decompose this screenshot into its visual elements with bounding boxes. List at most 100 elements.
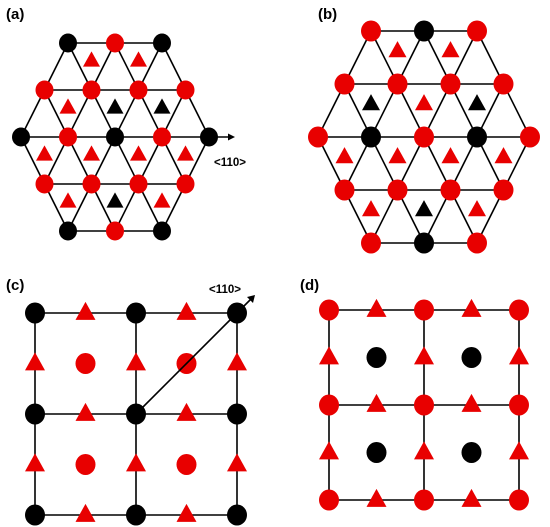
interstitial-site <box>415 94 433 111</box>
interstitial-site <box>441 41 460 58</box>
arrow-head <box>247 295 255 303</box>
interstitial-site <box>319 346 339 365</box>
atom-site <box>509 299 529 321</box>
interstitial-site <box>509 441 529 460</box>
atom-site <box>440 73 461 95</box>
atom-site <box>75 353 96 374</box>
arrow-head <box>228 133 235 141</box>
atom-site <box>75 454 96 475</box>
interstitial-site <box>59 192 77 208</box>
interstitial-site <box>176 301 197 320</box>
bond-line <box>135 298 252 415</box>
interstitial-site <box>75 503 96 522</box>
atom-site <box>25 302 45 324</box>
atom-site <box>126 504 146 526</box>
interstitial-site <box>468 94 486 111</box>
interstitial-site <box>509 346 529 365</box>
interstitial-site <box>83 145 100 161</box>
interstitial-site <box>362 94 380 111</box>
atom-site <box>414 126 434 148</box>
atom-site <box>106 127 124 147</box>
interstitial-site <box>362 200 380 217</box>
panel-a <box>12 33 235 241</box>
panel-d-label: (d) <box>300 277 319 294</box>
atom-site <box>59 33 77 53</box>
atom-site <box>520 126 540 148</box>
interstitial-site <box>366 298 387 317</box>
atom-site <box>227 403 247 425</box>
interstitial-site <box>153 192 171 208</box>
atom-site <box>126 302 146 324</box>
interstitial-site <box>441 147 460 164</box>
interstitial-site <box>25 352 45 371</box>
interstitial-site <box>176 503 197 522</box>
panel-d <box>319 298 529 511</box>
interstitial-site <box>75 402 96 421</box>
interstitial-site <box>153 98 171 114</box>
atom-site <box>176 174 195 194</box>
interstitial-site <box>415 200 433 217</box>
atom-site <box>106 33 124 53</box>
atom-site <box>414 20 434 42</box>
atom-site <box>35 80 54 100</box>
atom-site <box>414 299 434 321</box>
atom-site <box>319 299 339 321</box>
panel-c <box>25 295 255 526</box>
interstitial-site <box>468 200 486 217</box>
interstitial-site <box>59 98 77 114</box>
atom-site <box>82 174 101 194</box>
atom-site <box>319 394 339 416</box>
panel-c-direction-label: <110> <box>209 284 241 296</box>
atom-site <box>153 33 171 53</box>
interstitial-site <box>176 402 197 421</box>
atom-site <box>387 179 408 201</box>
interstitial-site <box>335 147 354 164</box>
atom-site <box>509 394 529 416</box>
interstitial-site <box>366 488 387 507</box>
atom-site <box>59 221 77 241</box>
atom-site <box>319 489 339 511</box>
atom-site <box>129 174 148 194</box>
atom-site <box>106 221 124 241</box>
interstitial-site <box>177 145 194 161</box>
interstitial-site <box>461 393 482 412</box>
atom-site <box>227 504 247 526</box>
interstitial-site <box>461 298 482 317</box>
atom-site <box>461 347 482 368</box>
interstitial-site <box>227 453 247 472</box>
atom-site <box>334 73 355 95</box>
atom-site <box>414 394 434 416</box>
interstitial-site <box>130 145 147 161</box>
panel-b-label: (b) <box>318 6 337 23</box>
panel-a-direction-label: <110> <box>214 157 246 169</box>
atom-site <box>176 454 197 475</box>
panel-a-label: (a) <box>6 6 24 23</box>
atom-site <box>509 489 529 511</box>
atom-site <box>414 489 434 511</box>
atom-site <box>153 127 171 147</box>
interstitial-site <box>126 352 146 371</box>
interstitial-site <box>106 192 124 208</box>
atom-site <box>387 73 408 95</box>
atom-site <box>25 504 45 526</box>
interstitial-site <box>130 51 147 67</box>
interstitial-site <box>494 147 513 164</box>
interstitial-site <box>25 453 45 472</box>
interstitial-site <box>366 393 387 412</box>
atom-site <box>461 442 482 463</box>
interstitial-site <box>106 98 124 114</box>
atom-site <box>12 127 30 147</box>
atom-site <box>467 232 487 254</box>
interstitial-site <box>227 352 247 371</box>
atom-site <box>82 80 101 100</box>
atom-site <box>493 73 514 95</box>
atom-site <box>493 179 514 201</box>
atom-site <box>25 403 45 425</box>
interstitial-site <box>83 51 100 67</box>
atom-site <box>467 126 487 148</box>
atom-site <box>440 179 461 201</box>
interstitial-site <box>126 453 146 472</box>
atom-site <box>334 179 355 201</box>
